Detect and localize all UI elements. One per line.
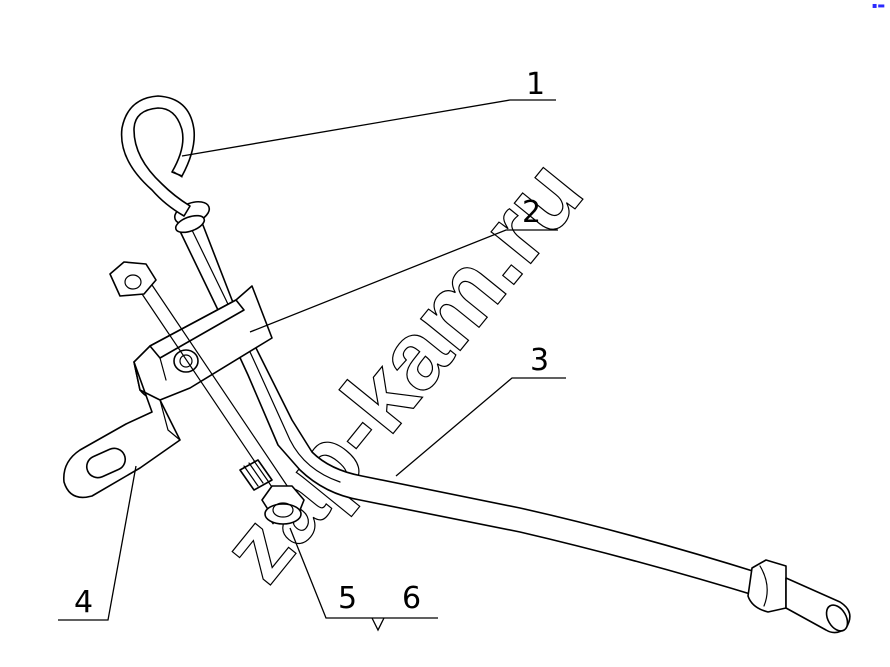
part-4-mount-foot [63, 361, 181, 499]
label-6: 6 [402, 581, 421, 616]
leader-3 [395, 377, 566, 477]
label-4: 4 [74, 585, 93, 620]
label-2: 2 [522, 195, 541, 230]
leader-1 [181, 99, 556, 157]
part-5-6-bolt [109, 261, 305, 525]
label-1: 1 [526, 67, 545, 102]
corner-mark: ▪▬ [872, 1, 885, 10]
leader-5-6 [289, 527, 438, 632]
leader-2 [249, 229, 558, 333]
label-5: 5 [338, 581, 357, 616]
leader-4 [58, 465, 137, 621]
leader-lines [58, 99, 566, 632]
part-1-ring-handle [120, 95, 196, 217]
label-3: 3 [530, 343, 549, 378]
callout-labels: 1 2 3 4 5 6 [74, 67, 549, 620]
part-3-rod [173, 200, 851, 634]
